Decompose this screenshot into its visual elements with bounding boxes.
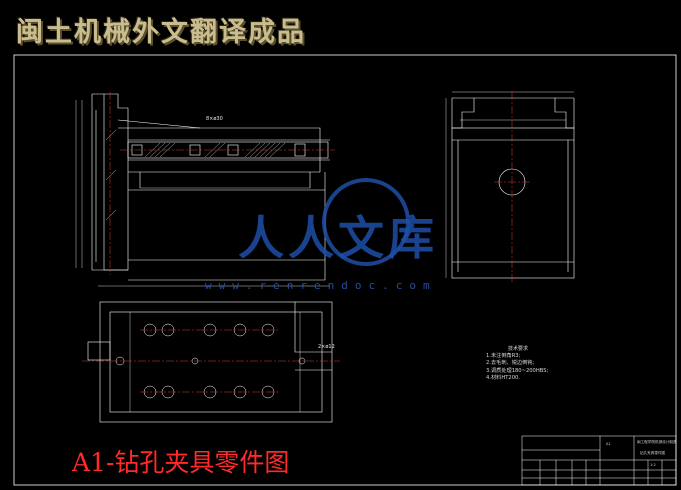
side-view-centerlines (494, 92, 530, 282)
drawing-caption: A1-钻孔夹具零件图 (72, 448, 290, 477)
banner-title: 闽土机械外文翻译成品 (16, 17, 306, 48)
tech-req-title: 技术要求 (508, 346, 529, 352)
technical-requirements: 技术要求 1.未注倒角R3; 2.去毛刺、锐边倒钝; 3.调质处理180~200… (486, 346, 548, 382)
hole-annotation: 2×ø12 (318, 344, 335, 350)
thread-annotation: 8×ø30 (206, 116, 223, 122)
watermark-url: www.renrendoc.com (205, 279, 437, 292)
tech-req-item: 4.材料HT200. (486, 374, 520, 381)
title-block-part-name: 钻孔夹具零件图 (640, 451, 666, 455)
top-view (87, 301, 333, 423)
tech-req-item: 2.去毛刺、锐边倒钝; (486, 360, 535, 367)
title-block-scale: 1:2 (650, 463, 656, 467)
title-block (521, 435, 677, 486)
watermark-text: 人人文库 (238, 211, 438, 265)
sheet-border (13, 54, 677, 486)
title-block-school: 闽工程学院机械设计制造 (637, 440, 677, 444)
side-view (445, 91, 575, 279)
title-block-drawing-no: A1 (606, 442, 611, 446)
front-view-centerlines (109, 92, 335, 275)
top-view-centerlines (82, 329, 340, 393)
watermark-logo (322, 178, 410, 266)
tech-req-item: 1.未注倒角R3; (486, 353, 521, 360)
tech-req-item: 3.调质处理180~200HBS; (486, 367, 549, 374)
